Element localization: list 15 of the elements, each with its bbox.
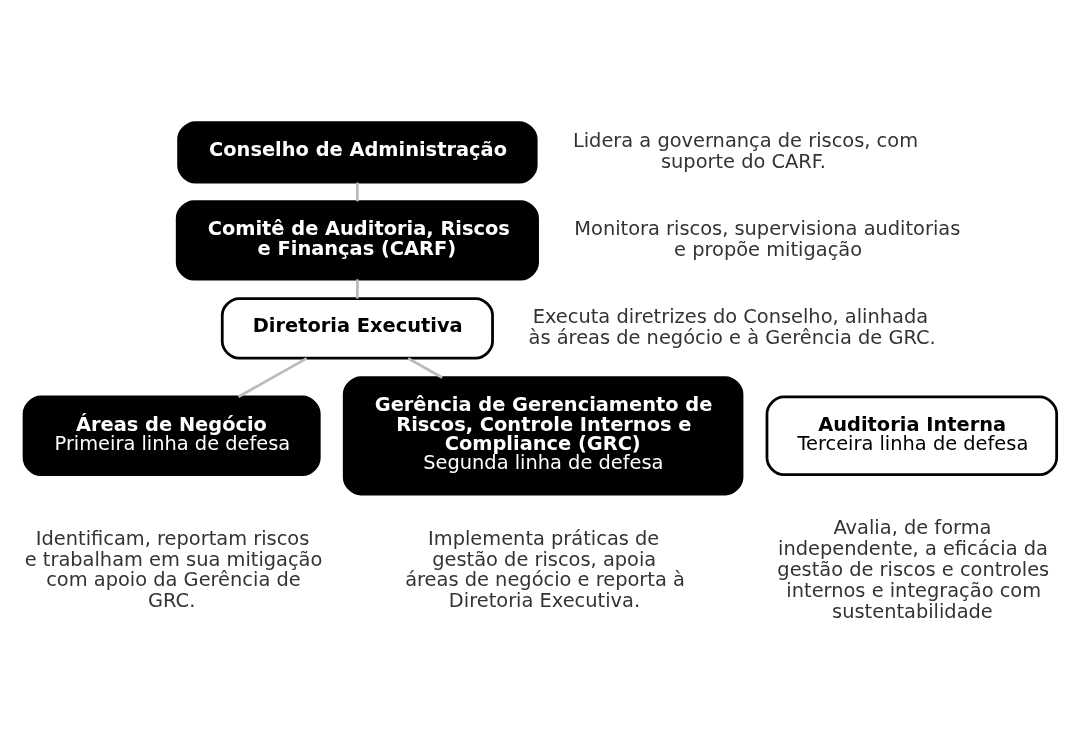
node-label: Lidera a governança de riscos, com suporte do CARF. xyxy=(572,128,919,173)
node-box: Áreas de Negócio Primeira linha de defesa xyxy=(22,395,321,476)
node-box: Conselho de Administração xyxy=(177,120,538,184)
node-box: Gerência de Gerenciamento de Riscos, Controle Internos e Compliance (GRC) Segunda linha de defesa xyxy=(342,375,744,495)
node-label: Avalia, de forma independente, a eficácia da gestão de riscos e controles internos e integração com sustentabilidade xyxy=(777,515,1050,623)
node-label: Monitora riscos, supervisiona auditorias e propõe mitigação xyxy=(574,216,961,261)
node-label: Implementa práticas de gestão de riscos, apoia áreas de negócio e reporta à Diretoria Executiva. xyxy=(405,526,685,612)
node-box: Diretoria Executiva xyxy=(220,296,494,360)
connector xyxy=(356,182,359,201)
connector xyxy=(356,278,359,298)
node-box: Comitê de Auditoria, Riscos e Finanças (CARF) xyxy=(175,199,539,281)
node-label: Executa diretrizes do Conselho, alinhada às áreas de negócio e à Gerência de GRC. xyxy=(528,304,936,349)
node-label: Identificam, reportam riscos e trabalham em sua mitigação com apoio da Gerência de GRC. xyxy=(24,526,323,612)
node-box: Auditoria Interna Terceira linha de defesa xyxy=(765,395,1059,476)
connector xyxy=(237,356,308,398)
